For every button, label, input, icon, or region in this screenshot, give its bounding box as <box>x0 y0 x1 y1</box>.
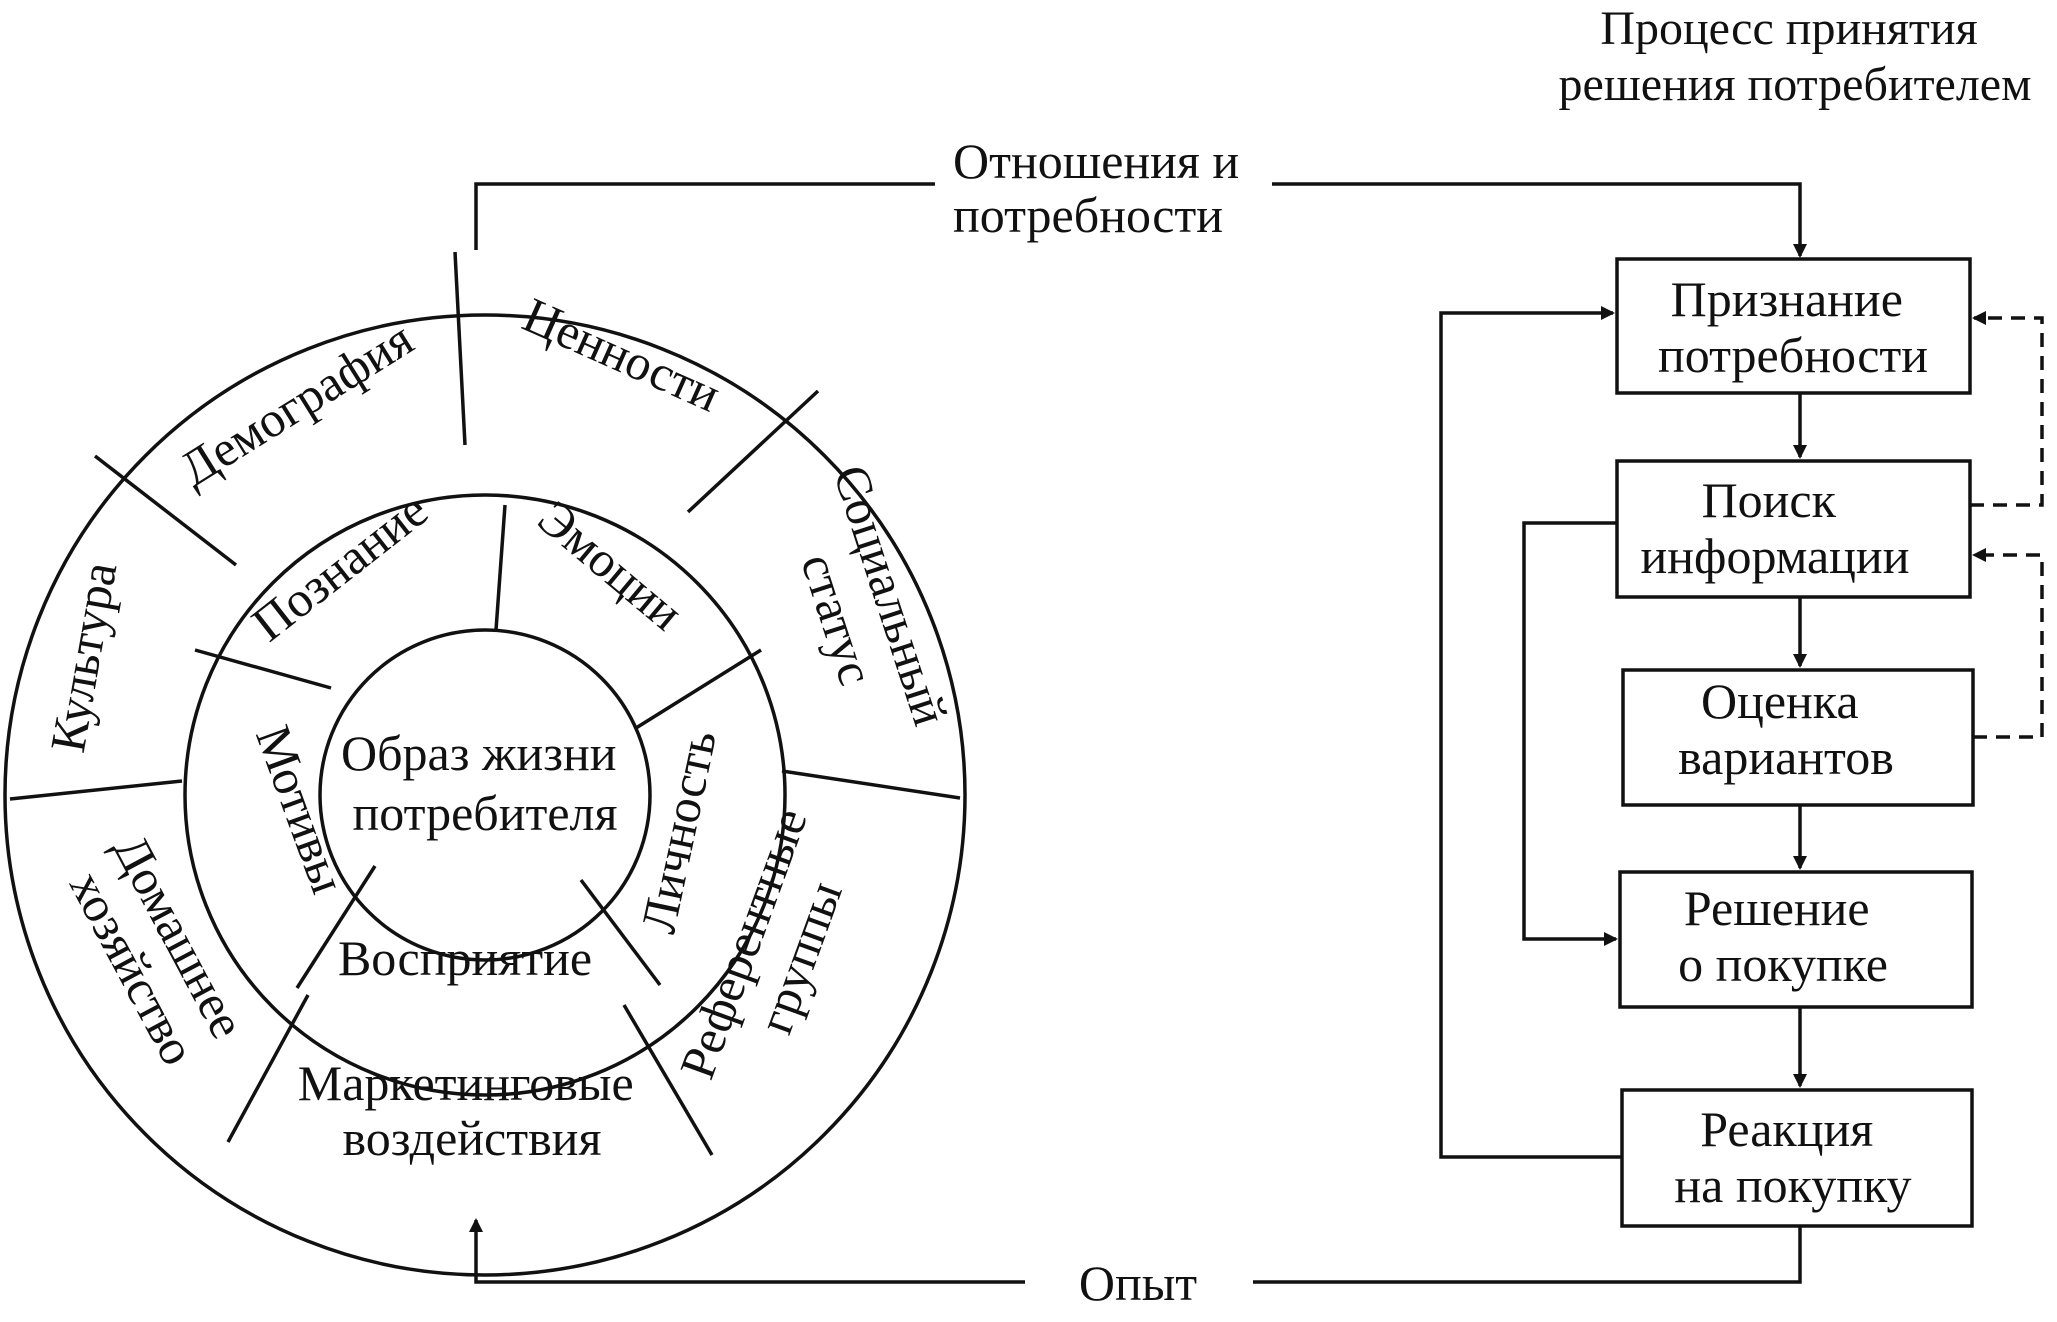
step-text-line: информации <box>1641 528 1910 584</box>
step-text-line: потребности <box>1658 327 1928 383</box>
process-title-line: Процесс принятия <box>1600 2 1977 55</box>
step-box-need-recognition <box>1615 257 1972 395</box>
step-text-line: Оценка <box>1701 673 1859 729</box>
center-text: Образ жизни потребителя <box>341 725 629 841</box>
outer-label-line: Маркетинговые <box>298 1055 634 1111</box>
outer-divider <box>226 994 310 1143</box>
outer-divider <box>622 1004 714 1156</box>
step-text-need-recognition: Признание потребности <box>1658 271 1928 383</box>
dashed-feedback-eval-to-search <box>1972 548 2044 739</box>
outer-divider <box>781 769 961 800</box>
outer-divider <box>686 389 820 514</box>
center-text-line: потребителя <box>353 785 618 841</box>
feedback-loop-left-outer <box>1439 306 1622 1159</box>
top-connector-left <box>474 182 935 250</box>
outer-divider <box>9 779 183 801</box>
inner-label-perception: Восприятие <box>338 930 592 986</box>
step-text-line: вариантов <box>1678 729 1894 785</box>
top-label: Отношения и потребности <box>953 133 1252 243</box>
step-text-line: Решение <box>1684 880 1870 936</box>
step-text-info-search: Поиск информации <box>1641 472 1910 584</box>
bottom-label: Опыт <box>1079 1255 1197 1311</box>
step-box-post-purchase <box>1620 1088 1974 1228</box>
outer-label-values: Ценности <box>515 286 729 422</box>
inner-divider <box>295 865 377 989</box>
decision-process: Признание потребности Поиск информации О… <box>1615 257 1975 1228</box>
outer-divider <box>93 454 238 567</box>
top-label-line: Отношения и <box>953 133 1239 189</box>
step-box-purchase-decision <box>1618 870 1974 1009</box>
inner-divider <box>494 504 507 631</box>
bottom-connector-right <box>1253 1226 1802 1284</box>
lifestyle-wheel: Образ жизни потребителя Познание Эмоции … <box>3 251 967 1277</box>
bottom-connector-left <box>469 1218 1025 1284</box>
inner-divider <box>579 878 662 987</box>
inner-divider <box>635 648 762 730</box>
step-text-post-purchase: Реакция на покупку <box>1674 1101 1911 1213</box>
center-circle <box>318 628 652 962</box>
outer-divider <box>453 251 467 446</box>
feedback-loop-left-inner <box>1522 521 1618 946</box>
step-text-line: о покупке <box>1678 936 1888 992</box>
step-text-purchase-decision: Решение о покупке <box>1678 880 1888 992</box>
step-text-evaluation: Оценка вариантов <box>1678 673 1894 785</box>
step-box-info-search <box>1615 459 1972 599</box>
outer-label-line: воздействия <box>343 1110 602 1166</box>
inner-divider <box>194 648 332 690</box>
dashed-feedback-search-to-need <box>1970 311 2044 507</box>
step-text-line: на покупку <box>1674 1157 1911 1213</box>
process-title: Процесс принятия решения потребителем <box>1559 2 2032 111</box>
step-text-line: Поиск <box>1702 472 1837 528</box>
step-text-line: Признание <box>1671 271 1903 327</box>
outer-ring-circle <box>3 313 967 1277</box>
inner-label-emotions: Эмоции <box>528 489 694 641</box>
outer-label-social-status: Социальный статус <box>767 458 963 761</box>
step-box-evaluation <box>1621 668 1975 807</box>
step-text-line: Реакция <box>1700 1101 1873 1157</box>
inner-label-cognition: Познание <box>241 481 437 652</box>
top-connector-right <box>1272 182 1807 258</box>
outer-label-marketing: Маркетинговые воздействия <box>298 1055 646 1166</box>
center-text-line: Образ жизни <box>341 725 617 781</box>
inner-ring-circle <box>183 493 787 1097</box>
process-title-line: решения потребителем <box>1559 58 2032 111</box>
top-label-line: потребности <box>953 187 1223 243</box>
